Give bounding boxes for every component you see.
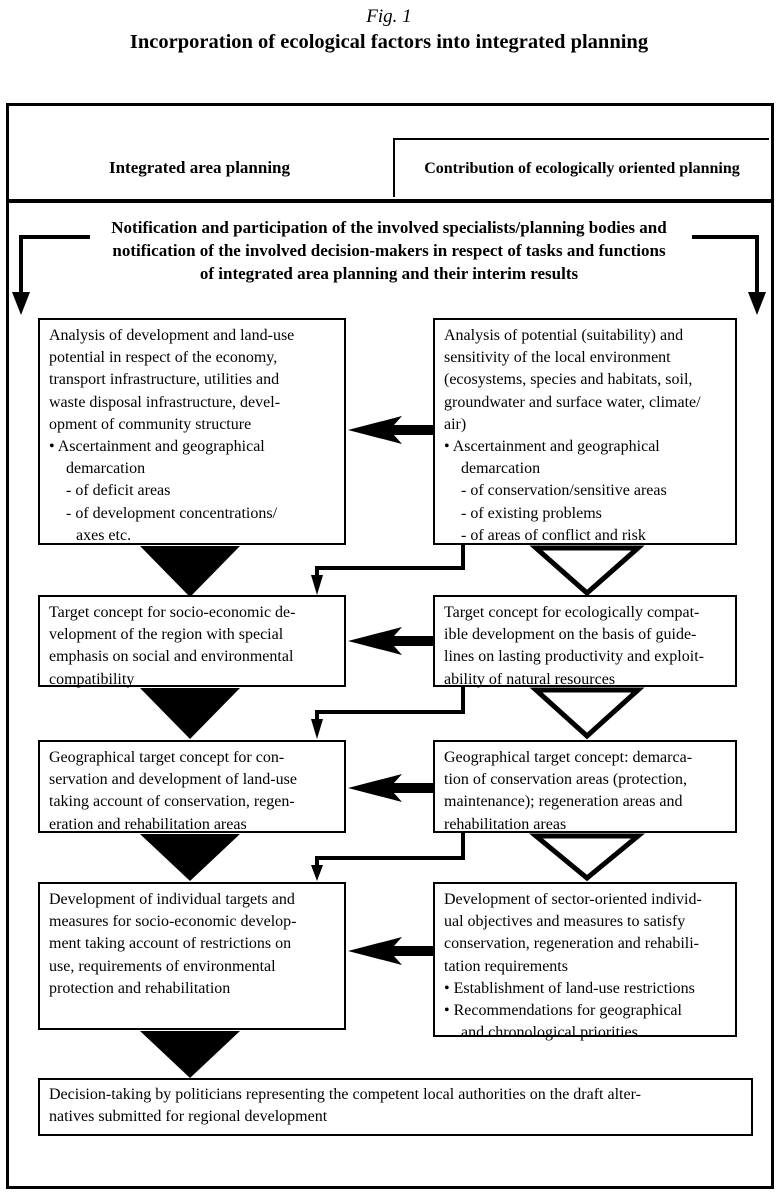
text-line: use, requirements of environmental <box>49 957 276 975</box>
text-line: tation requirements <box>444 957 568 975</box>
text-line: air) <box>444 415 467 433</box>
text-line: Notification and participation of the in… <box>111 218 667 237</box>
text-line: lines on lasting productivity and exploi… <box>444 648 704 666</box>
text-line: compatibility <box>49 670 135 688</box>
text-line: axes etc. <box>76 526 132 544</box>
text-line: • Ascertainment and geographical <box>444 438 660 456</box>
text-line: protection and rehabilitation <box>49 979 231 997</box>
text-line: Geographical target concept: demarca- <box>444 749 693 766</box>
text-line: waste disposal infrastructure, devel- <box>49 393 281 411</box>
text-line: velopment of the region with special <box>49 626 284 644</box>
box-development-sector-oriented: Development of sector-oriented individ-u… <box>433 882 737 1041</box>
text-line: • Establishment of land-use restrictions <box>444 979 695 997</box>
text-line: natives submitted for regional developme… <box>49 1108 328 1126</box>
text-line: sensitivity of the local environment <box>444 349 671 367</box>
text-line: Decision-taking by politicians represent… <box>49 1086 641 1103</box>
text-line: potential in respect of the economy, <box>49 349 278 367</box>
box-geographical-target-conservation: Geographical target concept for con-serv… <box>38 740 346 833</box>
text-line: demarcation <box>66 460 146 478</box>
text-line: - of deficit areas <box>66 482 171 500</box>
text-line: ment taking account of restrictions on <box>49 935 292 953</box>
text-line: ible development on the basis of guide- <box>444 626 697 644</box>
text-line: Analysis of potential (suitability) and <box>444 327 684 344</box>
text-line: measures for socio-economic develop- <box>49 913 297 931</box>
text-line: - of existing problems <box>461 504 602 522</box>
text-line: maintenance); regeneration areas and <box>444 793 683 811</box>
text-line: notification of the involved decision-ma… <box>112 241 666 260</box>
text-line: transport infrastructure, utilities and <box>49 371 280 389</box>
box-analysis-potential: Analysis of potential (suitability) and s… <box>433 318 737 545</box>
text-line: ual objectives and measures to satisfy <box>444 913 686 931</box>
text-line: and chronological priorities <box>461 1024 638 1042</box>
box-target-concept-socio-economic: Target concept for socio-economic de-vel… <box>38 595 346 688</box>
text-line: of integrated area planning and their in… <box>199 264 579 283</box>
text-line: eration and rehabilitation areas <box>49 815 247 833</box>
box-target-concept-ecological: Target concept for ecologically compat-i… <box>433 595 737 688</box>
text-line: opment of community structure <box>49 415 252 433</box>
box-geographical-target-demarcation: Geographical target concept: demarca-tio… <box>433 740 737 833</box>
figure-title: Incorporation of ecological factors into… <box>129 31 649 53</box>
text-line: Development of sector-oriented individ- <box>444 891 702 908</box>
outer-frame <box>6 103 774 1189</box>
text-line: Target concept for socio-economic de- <box>49 604 296 621</box>
text-line: • Ascertainment and geographical <box>49 438 265 456</box>
column-header-ecological-planning: Contribution of ecologically oriented pl… <box>393 138 769 197</box>
text-line: - of areas of conflict and risk <box>461 526 646 544</box>
text-line: Development of individual targets and <box>49 891 295 908</box>
text-line: rehabilitation areas <box>444 815 567 833</box>
box-decision-taking: Decision-taking by politicians represent… <box>38 1078 753 1136</box>
text-line: • Recommendations for geographical <box>444 1002 682 1020</box>
text-line: emphasis on social and environmental <box>49 648 294 666</box>
text-line: demarcation <box>461 460 541 478</box>
text-line: groundwater and surface water, climate/ <box>444 393 701 411</box>
header-separator <box>6 199 771 203</box>
text-line: servation and development of land-use <box>49 771 297 789</box>
text-line: taking account of conservation, regen- <box>49 793 295 811</box>
text-line: Analysis of development and land-use <box>49 327 295 344</box>
text-line: ability of natural resources <box>444 670 616 688</box>
text-line: conservation, regeneration and rehabili- <box>444 935 699 953</box>
figure-number: Fig. 1 <box>366 6 412 27</box>
box-analysis-development: Analysis of development and land-use pote… <box>38 318 346 545</box>
text-line: Geographical target concept for con- <box>49 749 285 766</box>
text-line: - of development concentrations/ <box>66 504 278 522</box>
text-line: Target concept for ecologically compat- <box>444 604 700 621</box>
text-line: (ecosystems, species and habitats, soil, <box>444 371 693 389</box>
text-line: tion of conservation areas (protection, <box>444 771 688 789</box>
text-line: - of conservation/sensitive areas <box>461 482 667 500</box>
column-header-integrated-planning: Integrated area planning <box>108 158 291 177</box>
box-development-individual-targets: Development of individual targets and mea… <box>38 882 346 1030</box>
notification-text: Notification and participation of the in… <box>60 216 718 285</box>
